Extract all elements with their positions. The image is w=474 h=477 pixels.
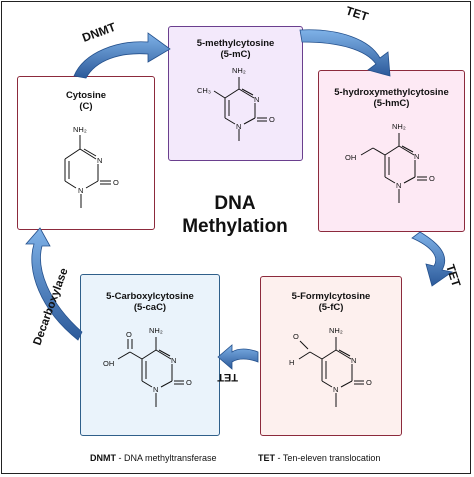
hydroxymethylcytosine-o-label: O [429, 174, 435, 183]
carboxylcytosine-abbr: (5-caC) [133, 302, 167, 313]
methylcytosine-structure: NH₂ N N O CH₃ [197, 66, 275, 141]
hydroxymethylcytosine-structure: NH₂ N N O OH [345, 122, 435, 203]
carboxylcytosine-o-label: O [186, 378, 192, 387]
cytosine-abbr: (C) [79, 101, 93, 112]
hydroxymethylcytosine-n1-label: N [396, 181, 401, 190]
formylcytosine-h-label: H [289, 358, 294, 367]
formylcytosine-structure: NH₂ N N O O H [289, 326, 372, 407]
cytosine-card: Cytosine (C) NH₂ N N O [17, 76, 155, 230]
methylcytosine-n3-label: N [254, 95, 259, 104]
carboxylcytosine-nh2-label: NH₂ [149, 326, 163, 335]
methylcytosine-n1-label: N [236, 122, 241, 131]
formylcytosine-n3-label: N [351, 356, 356, 365]
center-title-line1: DNA [214, 193, 256, 214]
formylcytosine-abbr: (5-fC) [318, 302, 344, 313]
methylcytosine-name: 5-methylcytosine [196, 38, 275, 49]
carboxylcytosine-carbonyl-o-label: O [126, 330, 132, 339]
formylcytosine-n1-label: N [333, 385, 338, 394]
hydroxymethylcytosine-nh2-label: NH₂ [392, 122, 406, 131]
legend-dnmt-text: - DNA methyltransferase [116, 453, 217, 463]
methylcytosine-nh2-label: NH₂ [232, 66, 246, 75]
legend-dnmt-abbr: DNMT [90, 453, 116, 463]
legend-tet-text: - Ten-eleven translocation [275, 453, 381, 463]
hydroxymethylcytosine-abbr: (5-hmC) [373, 98, 410, 109]
carboxylcytosine-structure: NH₂ N N O O OH [103, 326, 192, 407]
methylcytosine-card: 5-methylcytosine (5-mC) NH₂ N N O CH₃ [168, 26, 303, 161]
hydroxymethylcytosine-oh-label: OH [345, 153, 356, 162]
formylcytosine-o-label: O [366, 378, 372, 387]
methylcytosine-abbr: (5-mC) [220, 49, 251, 60]
carboxylcytosine-n1-label: N [153, 385, 158, 394]
methylcytosine-ch3-label: CH₃ [197, 86, 211, 95]
cytosine-o-label: O [113, 178, 119, 187]
center-title: DNA Methylation [175, 192, 295, 238]
cytosine-n3-label: N [97, 156, 102, 165]
legend-dnmt: DNMT - DNA methyltransferase [90, 453, 217, 463]
carboxylcytosine-n3-label: N [171, 356, 176, 365]
formylcytosine-nh2-label: NH₂ [329, 326, 343, 335]
methylcytosine-o-label: O [269, 115, 275, 124]
formylcytosine-aldehyde-o-label: O [293, 332, 299, 341]
hydroxymethylcytosine-card: 5-hydroxymethylcytosine (5-hmC) NH₂ N N … [318, 70, 465, 232]
cytosine-nh2-label: NH₂ [73, 125, 87, 134]
cytosine-n1-label: N [78, 186, 83, 195]
cytosine-name: Cytosine [65, 90, 107, 101]
formylcytosine-name: 5-Formylcytosine [291, 291, 371, 302]
carboxylcytosine-card: 5-Carboxylcytosine (5-caC) NH₂ N N O O O… [80, 274, 220, 436]
cytosine-structure: NH₂ N N O [64, 125, 119, 208]
legend-tet: TET - Ten-eleven translocation [258, 453, 380, 463]
carboxylcytosine-oh-label: OH [103, 359, 114, 368]
legend-tet-abbr: TET [258, 453, 275, 463]
formylcytosine-card: 5-Formylcytosine (5-fC) NH₂ N N O O H [260, 276, 402, 436]
hydroxymethylcytosine-name: 5-hydroxymethylcytosine [334, 87, 449, 98]
center-title-line2: Methylation [182, 216, 288, 237]
hydroxymethylcytosine-n3-label: N [414, 152, 419, 161]
carboxylcytosine-name: 5-Carboxylcytosine [106, 291, 194, 302]
